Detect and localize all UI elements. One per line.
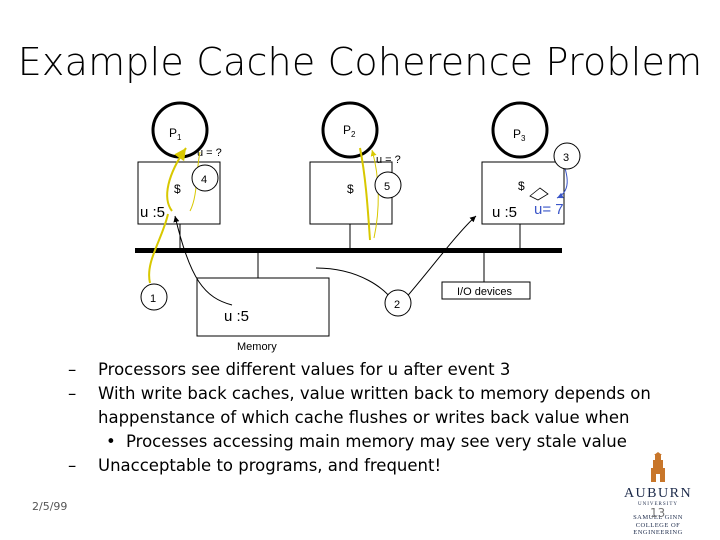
processor-3-label: P bbox=[513, 127, 521, 141]
memory-value: u :5 bbox=[224, 308, 249, 325]
io-label: I/O devices bbox=[457, 286, 513, 298]
processor-1-sub: 1 bbox=[177, 133, 182, 142]
processor-3-sub: 3 bbox=[521, 134, 526, 143]
system-bus bbox=[135, 224, 562, 282]
event-2: 2 bbox=[384, 289, 412, 317]
read-label-4: u = ? bbox=[197, 147, 222, 159]
event-4-label: 4 bbox=[201, 174, 207, 186]
write-marker bbox=[529, 187, 549, 201]
event-1-label: 1 bbox=[150, 293, 156, 305]
write-value: u= 7 bbox=[534, 201, 564, 218]
bullet-marker: – bbox=[68, 360, 77, 379]
processor-1-label: P bbox=[169, 126, 177, 140]
bullet-marker: – bbox=[68, 456, 77, 475]
bullet-text: Processors see different values for u af… bbox=[98, 360, 511, 379]
memory-box: u :5 Memory bbox=[196, 277, 330, 353]
cache-3-value: u :5 bbox=[492, 204, 517, 221]
sub-bullet-item: • Processes accessing main memory may se… bbox=[68, 430, 708, 454]
event-2-label: 2 bbox=[394, 299, 400, 311]
event-5-label: 5 bbox=[384, 181, 390, 193]
event-1-path bbox=[148, 213, 169, 284]
logo-line1: SAMUEL GINN bbox=[633, 514, 683, 521]
bullet-item: – Processors see different values for u … bbox=[68, 358, 708, 382]
read-label-5: u = ? bbox=[376, 154, 401, 166]
bullet-list: – Processors see different values for u … bbox=[68, 358, 708, 478]
event-3: 3 bbox=[553, 142, 581, 170]
cache-1-value: u :5 bbox=[140, 204, 165, 221]
cache-3-label: $ bbox=[518, 179, 525, 193]
event-2-arrow bbox=[403, 215, 477, 301]
processor-2-label: P bbox=[343, 123, 351, 137]
slide-number: 13 bbox=[650, 506, 666, 520]
bullet-text: With write back caches, value written ba… bbox=[98, 384, 651, 427]
event-1-arrow bbox=[173, 215, 233, 306]
processor-2-sub: 2 bbox=[351, 130, 356, 139]
logo-name: AUBURN bbox=[623, 486, 693, 501]
logo-line2: COLLEGE OF ENGINEERING bbox=[633, 522, 683, 536]
cache-1-label: $ bbox=[174, 182, 181, 196]
memory-label: Memory bbox=[237, 341, 277, 353]
tower-icon bbox=[651, 452, 665, 482]
event-5-path bbox=[359, 147, 371, 241]
university-logo: AUBURN UNIVERSITY SAMUEL GINN COLLEGE OF… bbox=[610, 452, 706, 536]
event-1: 1 bbox=[140, 283, 168, 311]
processor-3: P 3 $ bbox=[481, 101, 565, 225]
bullet-marker: – bbox=[68, 384, 77, 403]
event-3-label: 3 bbox=[563, 152, 569, 164]
io-devices: I/O devices bbox=[441, 281, 531, 300]
bullet-item: – With write back caches, value written … bbox=[68, 382, 708, 430]
event-4-path bbox=[166, 147, 187, 212]
cache-2-label: $ bbox=[347, 182, 354, 196]
bullet-text: Unacceptable to programs, and frequent! bbox=[98, 456, 442, 475]
logo-sub: UNIVERSITY bbox=[638, 502, 678, 507]
sub-bullet-text: Processes accessing main memory may see … bbox=[126, 432, 627, 451]
slide-title: Example Cache Coherence Problem bbox=[17, 40, 703, 84]
slide-date: 2/5/99 bbox=[32, 500, 68, 513]
bullet-item: – Unacceptable to programs, and frequent… bbox=[68, 454, 708, 478]
sub-bullet-marker: • bbox=[106, 432, 116, 451]
event-4: 4 bbox=[191, 164, 219, 192]
event-5: 5 bbox=[374, 171, 402, 199]
